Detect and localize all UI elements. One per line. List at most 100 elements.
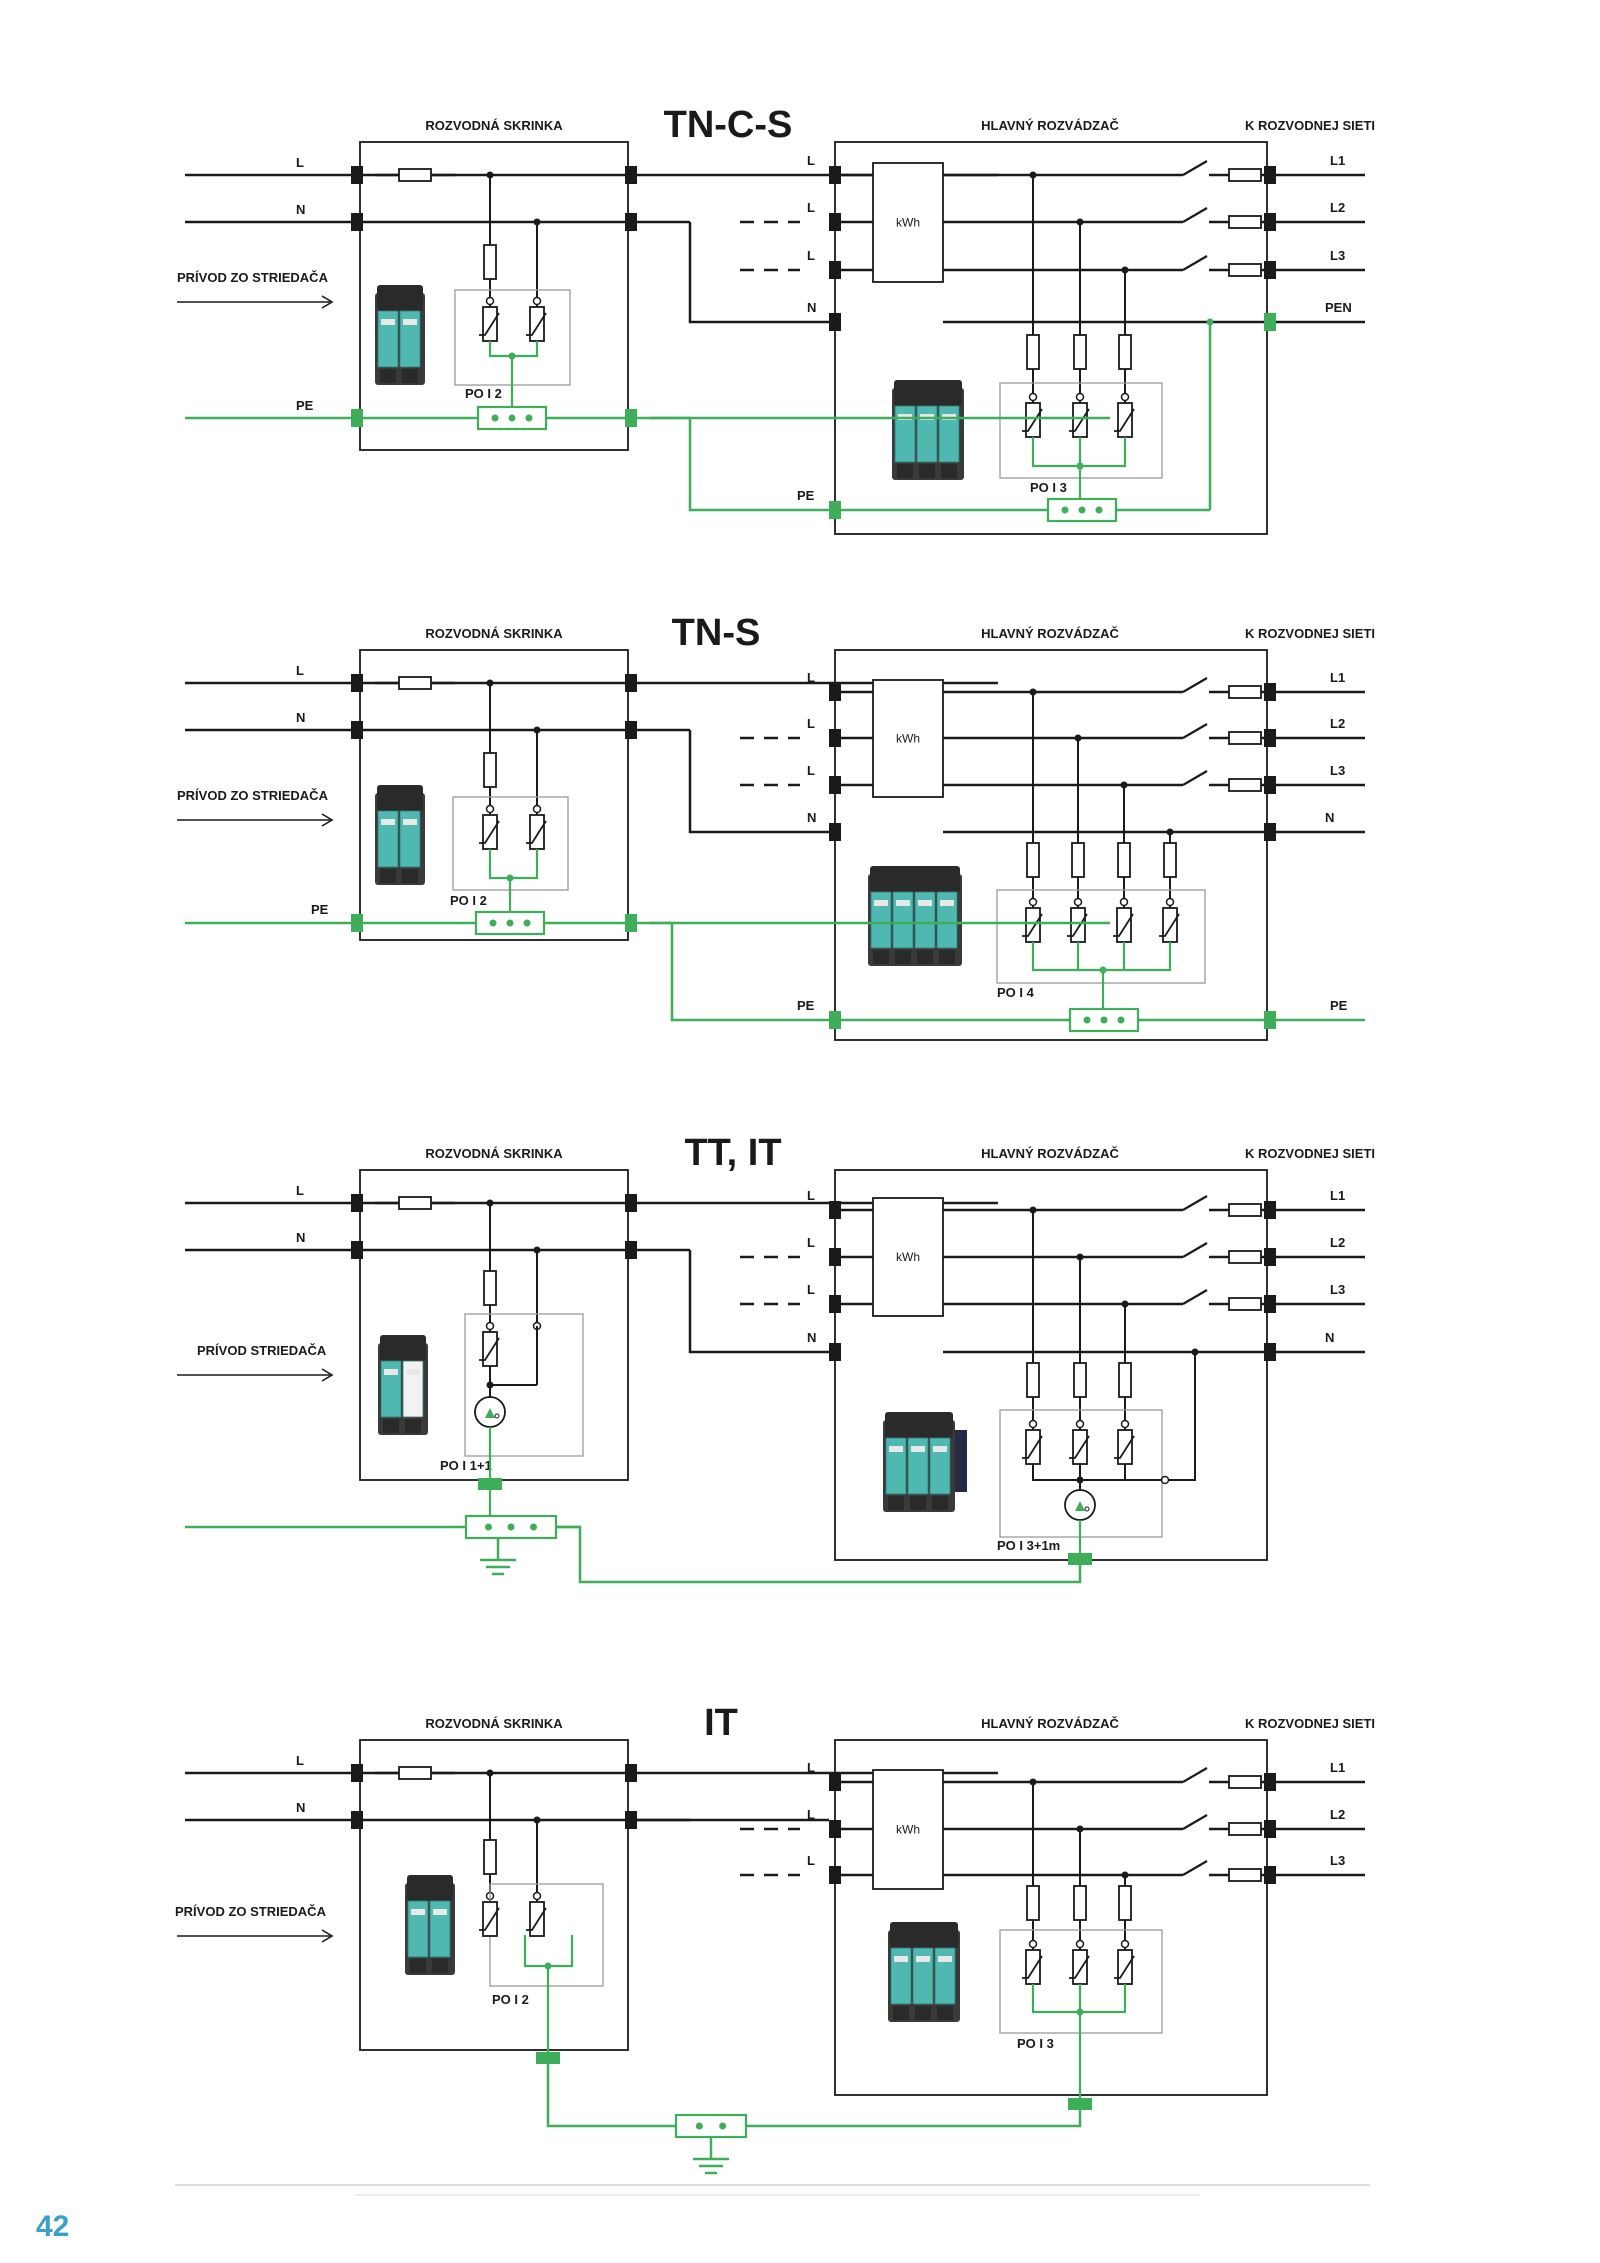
right-spd-label: PO I 3: [1030, 480, 1067, 495]
label-l: L: [807, 1807, 815, 1822]
section-title: TN-C-S: [664, 104, 793, 146]
open-terminal: [1120, 392, 1130, 402]
spd-module-foot: [897, 464, 913, 478]
pe-bar-dot: [506, 919, 514, 927]
open-terminal: [1075, 1419, 1085, 1429]
pe-bar-dot: [695, 2122, 703, 2130]
spd-module-window: [381, 319, 395, 325]
junction-dot: [544, 1962, 552, 1970]
fuse-icon: [1163, 842, 1177, 878]
open-terminal: [1028, 1419, 1038, 1429]
spd-module-foot: [893, 2006, 909, 2020]
spark-gap-arrow: [1075, 1501, 1085, 1511]
fuse-icon: [1228, 685, 1262, 699]
terminal-block: [829, 1820, 841, 1838]
spd-module-foot: [941, 464, 957, 478]
left-spd-label: PO I 2: [465, 386, 502, 401]
input-fuse-icon: [398, 1766, 432, 1780]
fuse-icon: [1228, 215, 1262, 229]
terminal-block: [1264, 1820, 1276, 1838]
terminal-block: [1264, 1201, 1276, 1219]
fuse-icon: [1026, 1885, 1040, 1921]
label-pe-right: PE: [1330, 998, 1348, 1013]
fuse-icon: [1118, 334, 1132, 370]
spd-module-window: [384, 1369, 398, 1375]
pe-bar-dot: [485, 1523, 492, 1531]
terminal-block: [829, 213, 841, 231]
fuse-icon: [1228, 168, 1262, 182]
spd-module-window: [896, 900, 910, 906]
spd-frame: [996, 889, 1206, 984]
label-pe: PE: [797, 488, 815, 503]
fuse-icon: [1026, 334, 1040, 370]
label-l: L: [296, 155, 304, 170]
fuse-icon: [1228, 731, 1262, 745]
pe-bar-dot: [1061, 506, 1069, 514]
grid-side-title: K ROZVODNEJ SIETI: [1245, 1716, 1375, 1731]
open-terminal: [532, 1891, 542, 1901]
fuse-icon: [1228, 778, 1262, 792]
spd-device-top: [885, 1412, 953, 1438]
fuse-icon: [1228, 1250, 1262, 1264]
pe-bar-dot: [525, 414, 533, 422]
breaker-switch-icon: [1182, 1242, 1208, 1258]
junction-dot: [506, 874, 514, 882]
pe-bar-dot: [1095, 506, 1103, 514]
spd-module-foot: [432, 1959, 448, 1973]
spd-device-icon: [375, 285, 425, 385]
wire-n-to-main: [688, 730, 835, 834]
spark-gap-dot: [1084, 1506, 1090, 1512]
label-phase: L2: [1330, 200, 1345, 215]
terminal-block: [829, 501, 841, 519]
wire-pe: [546, 2064, 1082, 2128]
spd-module-dark: [955, 1430, 967, 1492]
spd-module-window: [918, 900, 932, 906]
spd-device-top: [377, 285, 423, 311]
spd-frame: [464, 1313, 584, 1457]
spd-module-foot: [937, 2006, 953, 2020]
spd-module-foot: [383, 1419, 399, 1433]
label-l: L: [807, 1282, 815, 1297]
label-n-right: N: [1325, 1330, 1334, 1345]
grid-side-title: K ROZVODNEJ SIETI: [1245, 118, 1375, 133]
terminal-block: [1264, 166, 1276, 184]
open-terminal: [1165, 897, 1175, 907]
open-terminal: [1119, 897, 1129, 907]
pe-bar-dot: [530, 1523, 537, 1531]
terminal-block: [351, 409, 363, 427]
varistor-slash: [1069, 1435, 1090, 1459]
spd-frame: [489, 1883, 604, 1987]
breaker-switch-icon: [1182, 160, 1208, 176]
label-l: L: [807, 1188, 815, 1203]
label-phase: L3: [1330, 1282, 1345, 1297]
wire-pe: [650, 416, 835, 512]
spd-module-foot: [873, 950, 889, 964]
open-terminal: [485, 1321, 495, 1331]
left-box-title: ROZVODNÁ SKRINKA: [425, 1146, 563, 1161]
terminal-block: [351, 1811, 363, 1829]
spd-device-icon: [892, 380, 964, 480]
junction-dot: [508, 352, 516, 360]
right-box-title: HLAVNÝ ROZVÁDZAČ: [981, 1716, 1119, 1731]
label-n: N: [296, 1800, 305, 1815]
terminal-block: [1264, 1011, 1276, 1029]
varistor-slash: [479, 820, 500, 844]
label-l: L: [807, 763, 815, 778]
label-n: N: [296, 1230, 305, 1245]
kwh-label: kWh: [896, 1823, 920, 1837]
page-number: 42: [36, 2210, 70, 2243]
spd-module-foot: [939, 950, 955, 964]
label-n: N: [296, 202, 305, 217]
main-switchboard: [834, 649, 1268, 1041]
terminal-block: [351, 166, 363, 184]
inverter-label: PRÍVOD ZO STRIEDAČA: [175, 1904, 327, 1919]
terminal-block: [625, 1764, 637, 1782]
spd-device-icon: [883, 1412, 955, 1512]
terminal-block: [351, 721, 363, 739]
terminal-block: [1264, 313, 1276, 331]
spd-device-top: [870, 866, 960, 892]
wire-n-to-main: [688, 1250, 835, 1354]
kwh-meter: [872, 679, 944, 798]
label-l: L: [296, 663, 304, 678]
right-spd-label: PO I 3: [1017, 2036, 1054, 2051]
